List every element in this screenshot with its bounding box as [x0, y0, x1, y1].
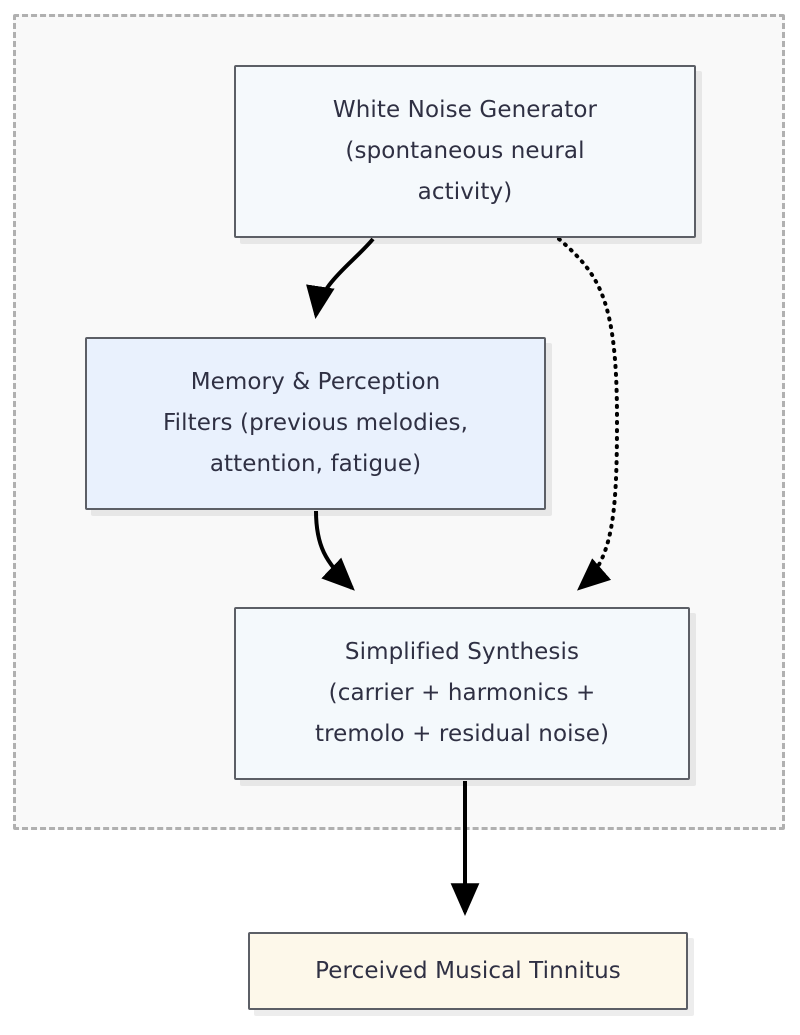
node-perceived-musical-tinnitus[interactable]: Perceived Musical Tinnitus [248, 932, 688, 1010]
node-memory-perception-filters-label: Memory & Perception Filters (previous me… [162, 369, 469, 477]
node-memory-perception-filters[interactable]: Memory & Perception Filters (previous me… [85, 337, 546, 510]
node-simplified-synthesis-label: Simplified Synthesis (carrier + harmonic… [314, 639, 610, 747]
node-white-noise-generator[interactable]: White Noise Generator (spontaneous neura… [234, 65, 696, 238]
node-simplified-synthesis[interactable]: Simplified Synthesis (carrier + harmonic… [234, 607, 690, 780]
node-perceived-musical-tinnitus-label: Perceived Musical Tinnitus [315, 958, 621, 984]
node-white-noise-generator-label: White Noise Generator (spontaneous neura… [332, 97, 598, 205]
